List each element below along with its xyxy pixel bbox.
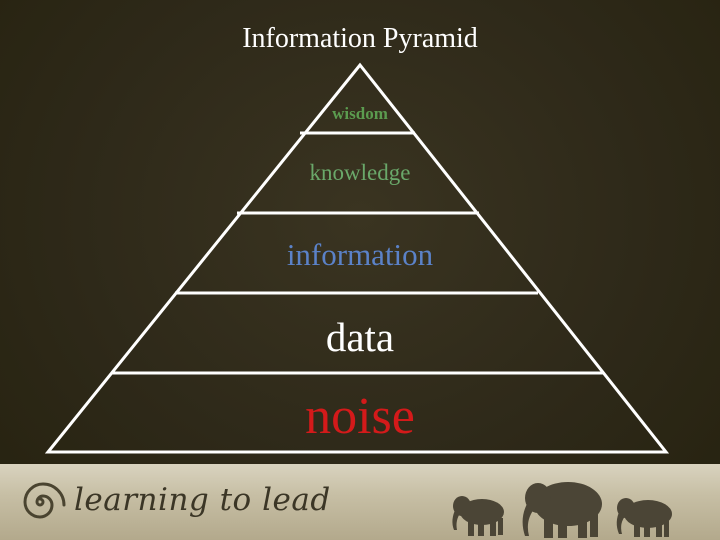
footer-banner: learning to lead bbox=[0, 464, 720, 540]
level-label-information: information bbox=[286, 237, 434, 272]
level-label-data: data bbox=[325, 314, 395, 360]
level-label-knowledge: knowledge bbox=[309, 160, 411, 185]
spiral-logo-icon bbox=[23, 482, 66, 519]
slide-title: Information Pyramid bbox=[242, 23, 478, 54]
level-label-wisdom: wisdom bbox=[332, 104, 388, 123]
brand-wordmark: learning to lead bbox=[74, 482, 331, 518]
level-label-noise: noise bbox=[305, 388, 415, 445]
elephants-image bbox=[452, 482, 672, 538]
pyramid-outline bbox=[44, 62, 670, 454]
